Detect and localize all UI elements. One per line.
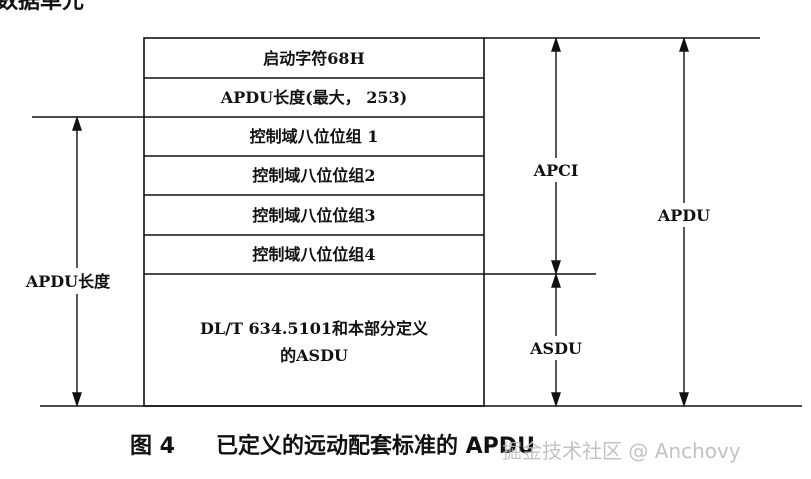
extension-lines bbox=[32, 37, 802, 407]
apdu-length-arrowhead-bottom bbox=[72, 392, 82, 408]
apdu-length-label-bg bbox=[16, 268, 120, 294]
row-apdu-length: APDU长度(最大， 253) bbox=[220, 88, 407, 107]
apci-label-bg bbox=[528, 158, 584, 182]
asdu-arrowhead-bottom bbox=[551, 392, 561, 408]
apdu-label: APDU bbox=[657, 206, 710, 225]
watermark: 掘金技术社区 @ Anchovy bbox=[502, 439, 741, 463]
apdu-row-labels: 启动字符68H APDU长度(最大， 253) 控制域八位位组 1 控制域八位位… bbox=[200, 49, 428, 365]
row-asdu-line-2: 的ASDU bbox=[280, 346, 348, 365]
row-control-octet-3: 控制域八位位组3 bbox=[252, 206, 375, 225]
row-asdu-line-1: DL/T 634.5101和本部分定义 bbox=[200, 319, 428, 338]
apdu-arrowhead-top bbox=[679, 36, 689, 52]
figure-caption: 图 4 已定义的远动配套标准的 APDU bbox=[130, 433, 535, 459]
apdu-arrowhead-bottom bbox=[679, 392, 689, 408]
row-control-octet-1: 控制域八位位组 1 bbox=[250, 127, 379, 146]
apci-arrowhead-top bbox=[551, 36, 561, 52]
arrow-labels: APDU长度 APCI ASDU APDU bbox=[16, 158, 716, 360]
apdu-label-bg bbox=[652, 203, 716, 227]
row-control-octet-2: 控制域八位位组2 bbox=[252, 166, 375, 185]
asdu-label: ASDU bbox=[529, 339, 582, 358]
asdu-arrowhead-top bbox=[551, 272, 561, 288]
row-control-octet-4: 控制域八位位组4 bbox=[252, 245, 375, 264]
apci-arrowhead-bottom bbox=[551, 260, 561, 276]
row-start-char: 启动字符68H bbox=[263, 49, 364, 68]
header-fragment: 数据单元 bbox=[0, 0, 84, 14]
asdu-label-bg bbox=[526, 336, 586, 360]
apdu-length-label: APDU长度 bbox=[25, 272, 111, 291]
apci-label: APCI bbox=[533, 161, 579, 180]
apdu-length-arrowhead-top bbox=[72, 115, 82, 131]
caption-figure-number: 图 4 bbox=[130, 434, 175, 459]
caption-title: 已定义的远动配套标准的 APDU bbox=[216, 433, 535, 459]
